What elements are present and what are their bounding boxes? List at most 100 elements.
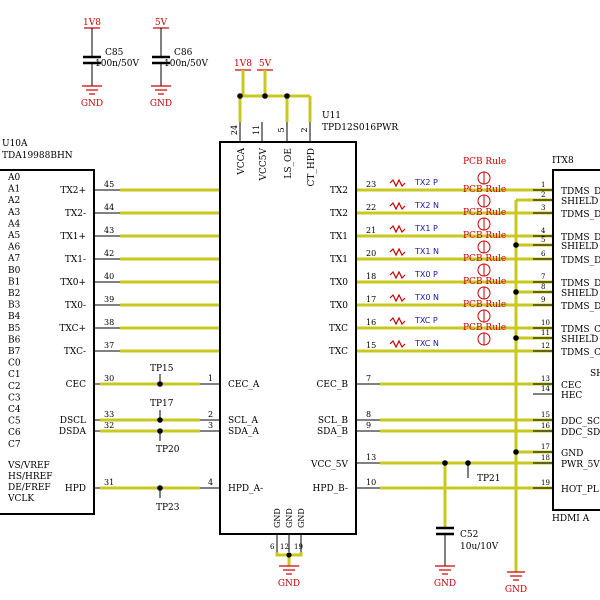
tp-label: TP17	[150, 399, 174, 409]
u10a-pin-label: C2	[8, 382, 21, 392]
pcb-rule-marker	[389, 339, 406, 349]
cap-c85[interactable]: 1V8 GND C85 100n/50V	[81, 18, 140, 109]
pin-name: TXC+	[59, 324, 86, 334]
pin-name: SCL_A	[228, 416, 259, 426]
junction-dot	[157, 428, 163, 434]
pin-name: TX1	[330, 232, 348, 242]
pcb-rule-label: PCB Rule	[463, 323, 506, 333]
itx8-pin-num: 19	[541, 479, 550, 487]
svg-text:39: 39	[104, 295, 114, 304]
cap-ref: C86	[174, 48, 193, 58]
pin-name: TX1+	[60, 232, 86, 242]
svg-text:10: 10	[366, 478, 376, 487]
svg-text:20: 20	[366, 249, 376, 258]
pin-name: TX1	[330, 255, 348, 265]
cap-c52[interactable]: C52 10u/10V GND	[434, 526, 499, 589]
tp-label: TP15	[150, 364, 174, 374]
power-label-5v: 5V	[155, 18, 168, 28]
net-label: TX2 N	[414, 201, 439, 210]
gnd-label: GND	[434, 579, 456, 589]
pin-name: TXC-	[64, 347, 86, 357]
itx8-pin-label: TDMS_D	[561, 210, 600, 220]
pin-name: CEC_B	[317, 380, 349, 390]
itx8-pin-num: 16	[541, 422, 550, 430]
gnd-label: GND	[278, 579, 300, 589]
itx8-pin-num: 13	[541, 375, 550, 383]
itx8-pin-label: DDC_SD	[561, 428, 600, 438]
test-points: TP15 TP17 TP20 TP23 TP21	[150, 364, 501, 513]
svg-text:45: 45	[104, 180, 114, 189]
u10a-pin-label: B3	[8, 301, 21, 311]
itx8-pin-label: PWR_5V	[561, 460, 600, 470]
tp-label: TP21	[477, 474, 501, 484]
pin-name: TX2	[330, 186, 348, 196]
pin-name: CT_HPD	[307, 148, 317, 187]
itx8-pin-num: 10	[541, 319, 550, 327]
pin-name: HPD	[65, 484, 86, 494]
itx8-connector[interactable]: ITX8 HDMI A SH 1TDMS_D2SHIELD3TDMS_D4TDM…	[533, 156, 600, 524]
svg-text:6: 6	[270, 543, 275, 551]
itx8-pin-label: TDMS_D	[561, 279, 600, 289]
pin-name: HPD_B-	[313, 484, 348, 494]
pin-name: VCCA	[237, 148, 247, 176]
u10a-outline	[0, 169, 95, 515]
tp-label: TP23	[156, 503, 180, 513]
net-label: TX0 P	[414, 270, 438, 279]
pcb-rule-marker	[389, 247, 406, 257]
u10a-pin-label: B2	[8, 289, 20, 299]
pin-name: GND	[297, 508, 306, 528]
itx8-pin-num: 18	[541, 454, 550, 462]
itx8-pin-num: 9	[541, 296, 545, 304]
itx8-pin-label: SHIELD	[561, 242, 598, 252]
itx8-pin-label: TDMS_D	[561, 187, 600, 197]
u10a-pin-label: C0	[8, 359, 21, 369]
itx8-pin-num: 17	[541, 443, 550, 451]
itx8-pin-label: TDMS_D	[561, 233, 600, 243]
pin-name: TX0	[330, 278, 348, 288]
cap-c86[interactable]: 5V GND C86 100n/50V	[150, 18, 209, 109]
itx8-type: HDMI A	[552, 514, 590, 524]
itx8-pin-label: TDMS_C	[561, 348, 600, 358]
u10a-chip[interactable]: U10A TDA19988BHN A0A1A2A3A4A5A6A7B0B1B2B…	[0, 139, 120, 515]
u10a-pin-label: B6	[8, 335, 21, 345]
u10a-pin-label: VS/VREF	[7, 461, 50, 471]
svg-text:18: 18	[366, 272, 376, 281]
cap-value: 100n/50V	[95, 59, 139, 69]
junction-dot	[513, 242, 519, 248]
u10a-pin-label: A2	[7, 196, 20, 206]
svg-text:3: 3	[208, 421, 213, 430]
pcb-rule-marker	[389, 224, 406, 234]
svg-text:24: 24	[230, 125, 239, 135]
pin-name: CEC	[66, 380, 86, 390]
svg-text:37: 37	[104, 341, 114, 350]
net-label: TX1 P	[414, 224, 438, 233]
power-label-1v8: 1V8	[83, 18, 101, 28]
pin-name: TX2-	[65, 209, 86, 219]
net-label: TX0 N	[414, 293, 439, 302]
pcb-rule-label: PCB Rule	[463, 231, 506, 241]
svg-text:9: 9	[366, 421, 371, 430]
svg-text:21: 21	[366, 226, 376, 235]
pin-name: DSDA	[59, 427, 87, 437]
pcb-rule-marker	[389, 178, 406, 188]
pin-name: TX2+	[60, 186, 86, 196]
itx8-pin-label: DDC_SC	[561, 417, 600, 427]
itx8-pins: 1TDMS_D2SHIELD3TDMS_D4TDMS_D5SHIELD6TDMS…	[533, 181, 600, 495]
itx8-ref: ITX8	[552, 156, 574, 166]
gnd-label: GND	[505, 585, 527, 595]
u10a-pin-label: VCLK	[7, 494, 34, 504]
pin-name: TXC	[329, 347, 348, 357]
u11-chip[interactable]: U11 TPD12S016PWR 24 11 5 2 VCCA VCC5V LS…	[200, 111, 398, 589]
svg-text:5: 5	[277, 127, 286, 132]
svg-text:8: 8	[366, 410, 371, 419]
pin-name: SDA_B	[317, 427, 348, 437]
u10a-pin-label: C4	[8, 405, 21, 415]
itx8-pin-num: 2	[541, 191, 545, 199]
itx8-pin-label: HOT_PL	[561, 485, 599, 495]
itx8-pin-label: GND	[561, 449, 583, 459]
svg-text:44: 44	[104, 203, 114, 212]
itx8-pin-num: 12	[541, 342, 550, 350]
itx8-pin-num: 4	[541, 227, 546, 235]
itx8-pin-num: 11	[541, 329, 550, 337]
